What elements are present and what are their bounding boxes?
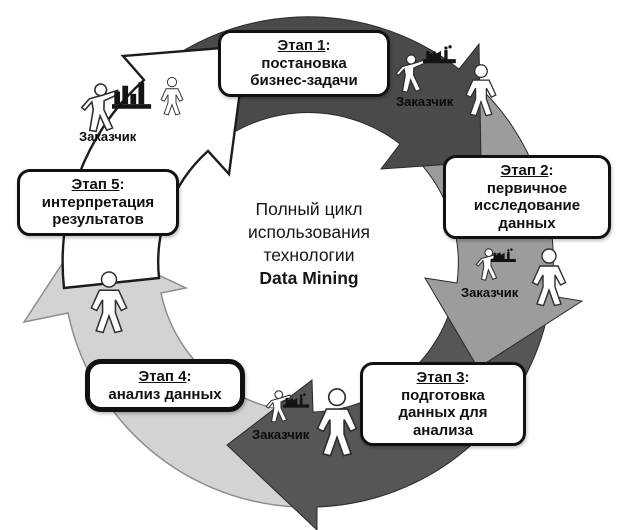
stage-5-line: результатов <box>52 211 144 228</box>
stage-1-line: бизнес-задачи <box>250 72 358 89</box>
center-caption: Полный цикл использования технологии Dat… <box>220 198 398 290</box>
stage-3-title: Этап 3: <box>416 369 470 386</box>
stage-1-box: Этап 1: постановка бизнес-задачи <box>218 30 390 97</box>
customer-label: Заказчик <box>252 427 310 442</box>
stage-1-title: Этап 1: <box>277 37 331 54</box>
stage-3-line: подготовка <box>401 386 485 404</box>
stage-3-box: Этап 3: подготовка данных для анализа <box>360 362 526 446</box>
stage-5-line: интерпретация <box>41 193 155 211</box>
stage-4-title: Этап 4: <box>138 368 192 385</box>
stage-5-box: Этап 5: интерпретация результатов <box>17 169 179 236</box>
stage-3-line: данных для <box>398 404 488 421</box>
center-caption-line: Полный цикл <box>255 199 363 219</box>
stage-2-title: Этап 2: <box>500 162 554 179</box>
stage-4-box: Этап 4: анализ данных <box>85 359 245 412</box>
stage-2-box: Этап 2: первичное исследование данных <box>443 155 611 239</box>
center-caption-line: использования <box>248 222 370 242</box>
stage-5-title: Этап 5: <box>71 176 125 193</box>
stage-2-line: первичное <box>486 179 568 197</box>
stage-1-line: постановка <box>261 54 347 72</box>
stage-3-line: анализа <box>412 421 474 439</box>
customer-label: Заказчик <box>79 129 137 144</box>
stage-4-line: анализ данных <box>108 385 222 403</box>
data-mining-brand: Data Mining <box>259 268 359 288</box>
customer-label: Заказчик <box>461 285 519 300</box>
customer-label: Заказчик <box>396 94 454 109</box>
stage-2-line: исследование <box>473 197 581 214</box>
center-caption-line: технологии <box>263 245 355 265</box>
stage-2-line: данных <box>498 214 556 232</box>
